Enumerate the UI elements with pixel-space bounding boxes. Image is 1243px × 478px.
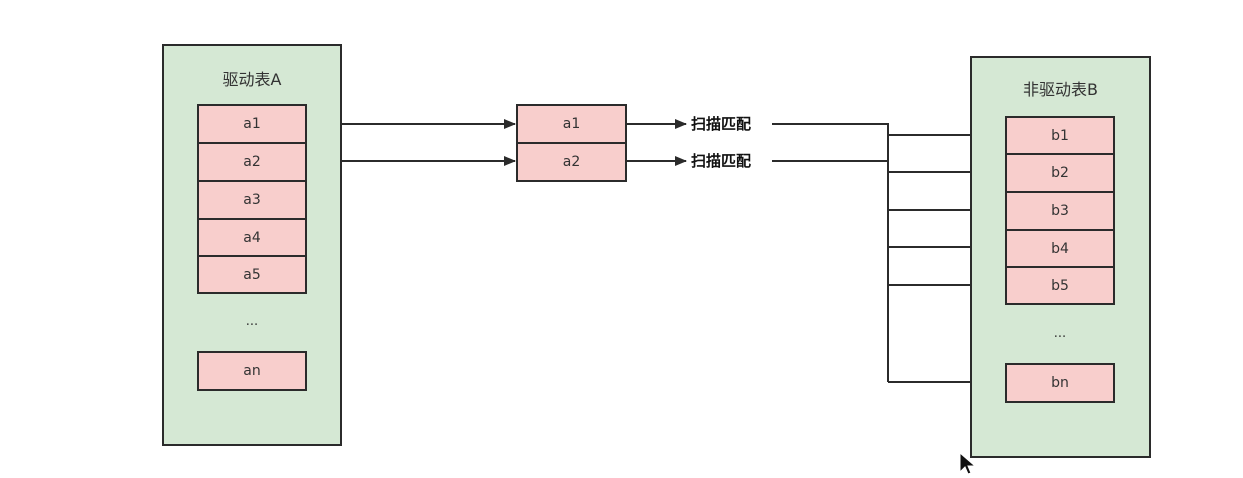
driver-table-title: 驱动表A: [222, 70, 282, 89]
non-driver-row-b4: b4: [1005, 229, 1115, 269]
buffer-row-a1: a1: [516, 104, 627, 144]
non-driver-row-b5: b5: [1005, 266, 1115, 305]
driver-row-a3: a3: [197, 180, 307, 220]
scan-match-label-2: 扫描匹配: [689, 151, 754, 171]
non-driver-row-b1: b1: [1005, 116, 1115, 156]
driver-row-a2: a2: [197, 142, 307, 182]
mouse-cursor-icon: [959, 452, 977, 475]
non-driver-row-b2: b2: [1005, 153, 1115, 193]
driver-ellipsis: ...: [245, 314, 259, 329]
driver-row-a1: a1: [197, 104, 307, 144]
non-driver-row-b3: b3: [1005, 191, 1115, 231]
non-driver-ellipsis: ...: [1053, 326, 1067, 341]
driver-row-a5: a5: [197, 255, 307, 294]
driver-row-an: an: [197, 351, 307, 391]
buffer-row-a2: a2: [516, 142, 627, 182]
driver-row-a4: a4: [197, 218, 307, 258]
non-driver-table-title: 非驱动表B: [1023, 80, 1098, 99]
scan-match-label-1: 扫描匹配: [689, 114, 754, 134]
non-driver-row-bn: bn: [1005, 363, 1115, 403]
